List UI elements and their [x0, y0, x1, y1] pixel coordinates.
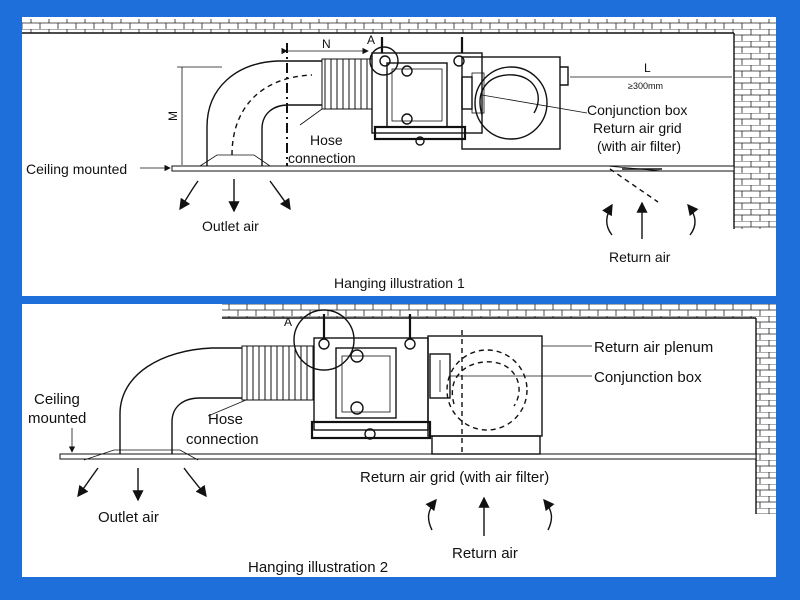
dim-n-label: N: [322, 37, 331, 51]
hose-label: Hose: [310, 132, 343, 148]
fan-coil-unit: [310, 314, 432, 440]
return-air-arrows: [425, 496, 555, 536]
dim-300-label: ≥300mm: [628, 81, 663, 91]
dimension-l: L ≥300mm: [570, 61, 732, 91]
ceiling-mounted-label: Ceiling mounted: [26, 161, 127, 177]
return-air-arrows: [602, 201, 699, 239]
outlet-elbow-duct: [83, 347, 242, 461]
flexible-hose: [241, 345, 315, 401]
caption-2: Hanging illustration 2: [248, 559, 388, 576]
flexible-hose: [321, 58, 373, 110]
false-ceiling: [59, 453, 757, 460]
outlet-air-arrows: [179, 179, 291, 213]
brick-wall: [733, 19, 776, 229]
dim-a-label: A: [367, 33, 375, 47]
hanging-illustration-1-panel: N A M L ≥300mm Ceiling mounted Outlet ai…: [22, 17, 776, 296]
fan-housing: [461, 56, 569, 150]
return-air-label: Return air: [609, 249, 671, 265]
brick-wall: [755, 304, 776, 514]
dimension-n: N A: [281, 33, 375, 55]
caption-1: Hanging illustration 1: [334, 275, 465, 291]
dim-a-label: A: [284, 315, 292, 329]
illustration-2-drawing: A Ceiling mounted Outlet air Hose connec…: [28, 304, 776, 576]
outlet-air-label: Outlet air: [98, 509, 159, 526]
ceiling-label: Ceiling: [34, 391, 80, 408]
return-air-grid: [609, 168, 659, 203]
outlet-air-arrows: [77, 467, 207, 502]
conjunction-box-label: Conjunction box: [594, 369, 702, 386]
return-air-grid-label: Return air grid: [593, 120, 682, 136]
dim-m-label: M: [166, 111, 180, 121]
detail-a-circle: [369, 46, 399, 76]
detail-a-circle: [293, 309, 355, 371]
hanging-illustration-2-panel: A Ceiling mounted Outlet air Hose connec…: [22, 304, 776, 577]
conjunction-box-label: Conjunction box: [587, 102, 687, 118]
mounted-label: mounted: [28, 410, 86, 427]
dim-l-label: L: [644, 61, 651, 75]
illustration-1-drawing: N A M L ≥300mm Ceiling mounted Outlet ai…: [22, 19, 776, 291]
dimension-m: M: [166, 66, 222, 165]
return-air-plenum-label: Return air plenum: [594, 339, 713, 356]
return-air-label: Return air: [452, 545, 518, 562]
ceiling-slab: [222, 304, 776, 319]
hose-connection-label: connection: [186, 431, 259, 448]
conjunction-leader: [481, 94, 588, 114]
hose-connection-label: connection: [288, 150, 356, 166]
return-air-grid-label: Return air grid (with air filter): [360, 469, 549, 486]
air-filter-label: (with air filter): [597, 138, 681, 154]
hose-leader: [207, 399, 247, 417]
hose-leader: [299, 108, 323, 126]
hose-label: Hose: [208, 411, 243, 428]
fan-coil-unit: [371, 37, 483, 146]
outlet-air-label: Outlet air: [202, 218, 259, 234]
ceiling-slab: [22, 19, 742, 34]
return-air-plenum: [427, 330, 543, 455]
